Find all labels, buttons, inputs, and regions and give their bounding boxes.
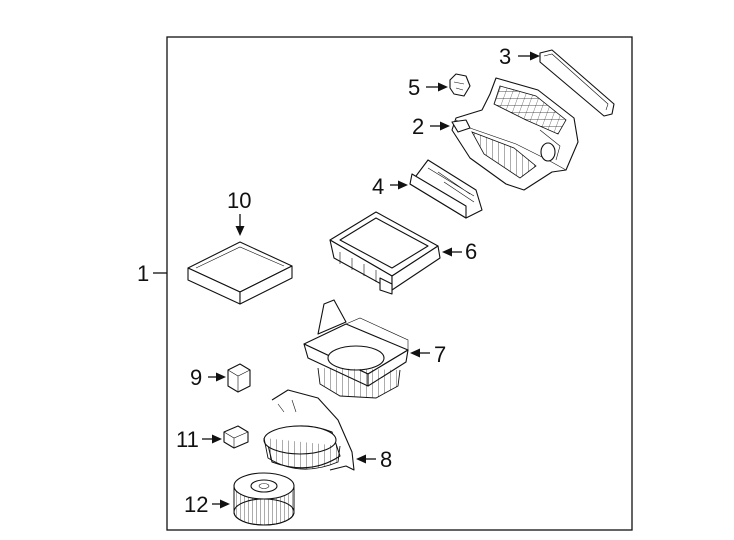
callout-10[interactable]: 10	[227, 188, 251, 236]
callout-3[interactable]: 3	[499, 44, 540, 69]
callout-12-label: 12	[184, 492, 208, 517]
callout-3-label: 3	[499, 44, 511, 69]
diagram-frame	[166, 36, 633, 531]
callout-5-label: 5	[408, 75, 420, 100]
callout-4-label: 4	[372, 174, 384, 199]
callout-9-label: 9	[190, 365, 202, 390]
callout-2-label: 2	[412, 114, 424, 139]
callout-2[interactable]: 2	[412, 114, 450, 139]
part-4-duct	[409, 159, 483, 219]
part-8-blower-lower	[263, 389, 355, 471]
callout-6-label: 6	[465, 239, 477, 264]
callout-11[interactable]: 11	[176, 427, 222, 452]
callout-1-label: 1	[137, 261, 149, 286]
callout-5[interactable]: 5	[408, 75, 448, 100]
callout-8-label: 8	[380, 447, 392, 472]
part-6-filter-housing	[329, 211, 441, 295]
callout-1[interactable]: 1	[137, 261, 167, 286]
callout-4[interactable]: 4	[372, 174, 408, 199]
callout-9[interactable]: 9	[190, 365, 226, 390]
part-2-upper-case	[451, 77, 579, 191]
callout-11-label: 11	[176, 427, 199, 452]
part-3-seal	[539, 49, 615, 117]
part-12-blower-motor	[233, 472, 295, 526]
callout-10-label: 10	[227, 188, 251, 213]
callout-8[interactable]: 8	[356, 447, 392, 472]
part-5-clip	[449, 73, 471, 97]
part-11-actuator	[223, 425, 249, 449]
part-9-resistor	[227, 363, 251, 393]
callout-7-label: 7	[434, 342, 446, 367]
part-10-filter	[187, 241, 293, 305]
part-7-blower-upper	[303, 299, 409, 399]
callout-6[interactable]: 6	[442, 239, 477, 264]
callout-7[interactable]: 7	[410, 342, 446, 367]
callout-12[interactable]: 12	[184, 492, 230, 517]
